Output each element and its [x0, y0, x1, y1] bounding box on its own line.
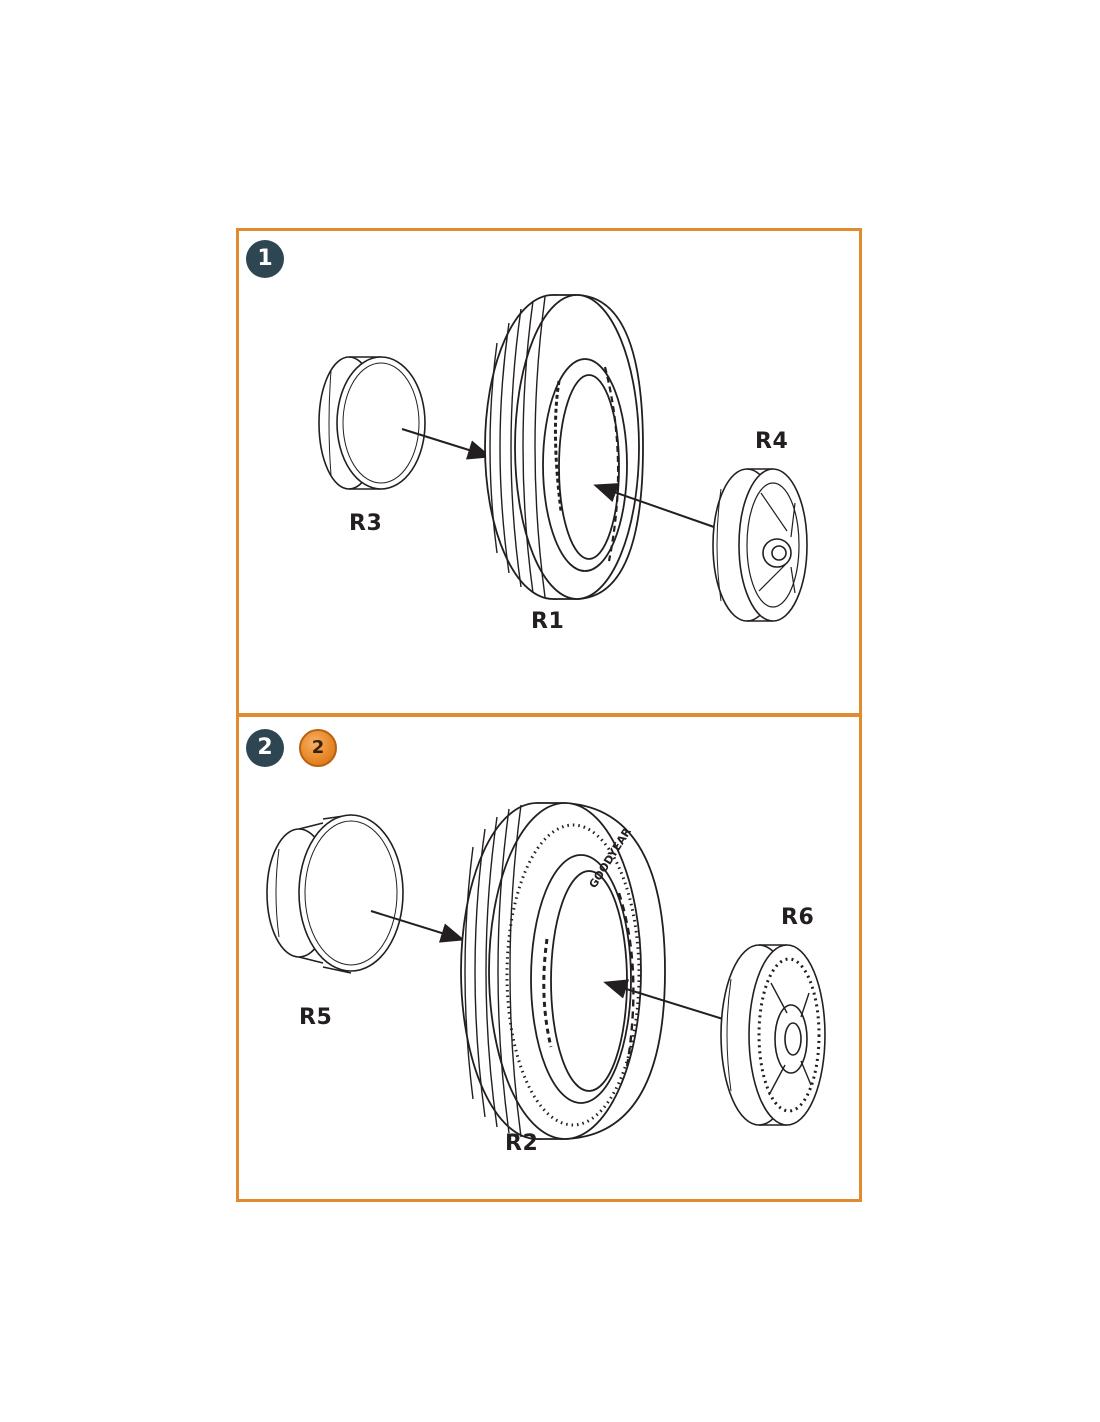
r6-hub-part: [720, 944, 826, 1126]
label-r4: R4: [755, 429, 789, 454]
arrow-r4-to-r1: [593, 483, 715, 528]
r2-tire-part: [460, 802, 666, 1140]
label-r2: R2: [505, 1131, 539, 1156]
step-1-drawing: [318, 294, 808, 622]
label-r1: R1: [531, 609, 565, 634]
r5-hub-part: [266, 814, 404, 974]
arrow-r6-to-r2: [603, 979, 724, 1020]
step-1-badge: 1: [246, 240, 284, 278]
arrow-r3-to-r1: [401, 428, 492, 460]
r1-tire-part: [484, 294, 644, 600]
label-r3: R3: [349, 511, 383, 536]
r4-hub-part: [712, 468, 808, 622]
step-2-alt-marker: 2: [299, 729, 337, 767]
arrow-r5-to-r2: [370, 910, 465, 943]
step-2-badge: 2: [246, 729, 284, 767]
step-2-panel: 2 2: [236, 714, 862, 1202]
label-r5: R5: [299, 1005, 333, 1030]
label-r6: R6: [781, 905, 815, 930]
step-1-panel: 1: [236, 228, 862, 716]
step-2-drawing: GOODYEAR: [266, 802, 826, 1140]
r3-hub-part: [318, 356, 426, 490]
